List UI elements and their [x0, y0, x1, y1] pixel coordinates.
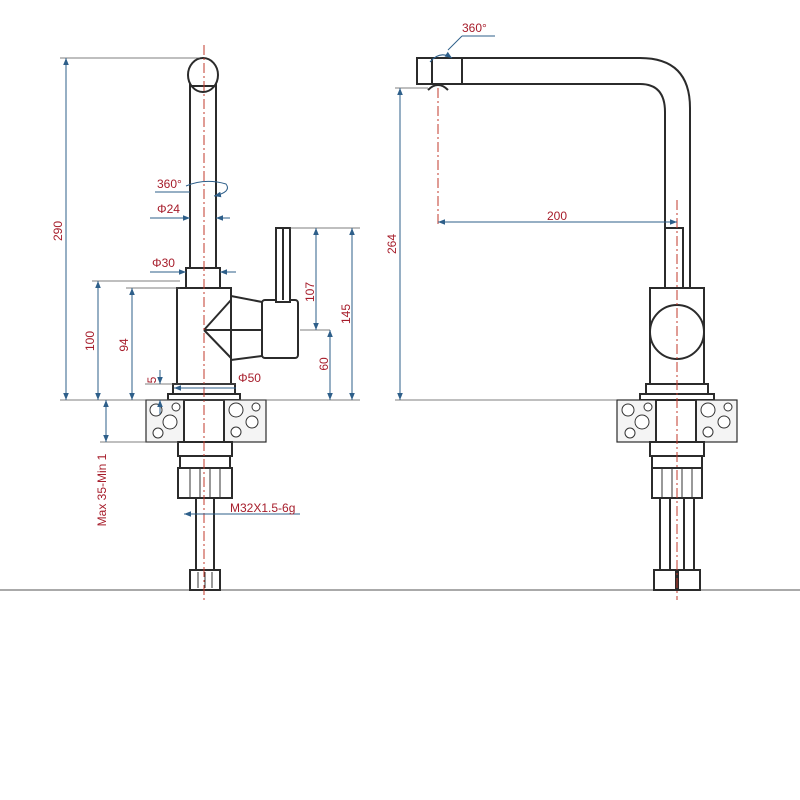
dim-swivel-front: 360° — [462, 21, 487, 35]
dim-body-height: 100 — [83, 331, 97, 351]
front-spout — [416, 57, 691, 291]
dim-base-height: 5 — [145, 376, 159, 383]
dim-spout-reach: 200 — [547, 209, 567, 223]
front-column — [664, 227, 684, 289]
dim-spout-height: 264 — [385, 234, 399, 254]
dim-column-diameter: Φ30 — [152, 256, 175, 270]
dim-spout-diameter: Φ24 — [157, 202, 180, 216]
dim-handle-axis-height: 94 — [117, 338, 131, 352]
dim-handle-length: 107 — [303, 282, 317, 302]
dim-total-height: 290 — [51, 221, 65, 241]
side-collar — [185, 267, 221, 289]
dim-counter-thickness: Max 35-Min 1 — [95, 453, 109, 526]
side-view: 290 360° Φ24 Φ30 100 94 5 Φ50 107 145 60… — [51, 45, 360, 600]
dim-handle-bottom: 60 — [317, 357, 331, 371]
dim-swivel-side: 360° — [157, 177, 182, 191]
front-view: 360° 200 264 — [385, 21, 738, 600]
dim-handle-top: 145 — [339, 304, 353, 324]
side-spout — [187, 57, 219, 288]
dim-thread: M32X1.5-6g — [230, 501, 295, 515]
side-handle-knob — [261, 299, 299, 359]
side-countertop — [145, 399, 267, 443]
side-extension-lines — [60, 57, 360, 443]
side-mounting — [177, 441, 233, 591]
side-handle-connector — [230, 294, 263, 362]
dim-base-diameter: Φ50 — [238, 371, 261, 385]
